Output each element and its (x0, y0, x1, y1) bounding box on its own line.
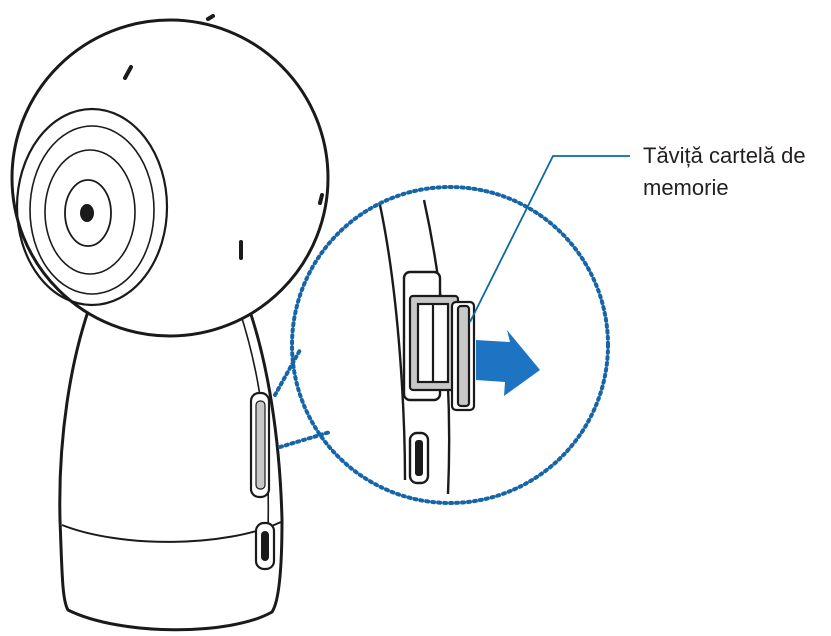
camera-lens (15, 107, 169, 307)
camera-body (58, 298, 284, 632)
body-slot (249, 391, 271, 499)
callout-label: Tăviță cartelă de memorie (643, 140, 829, 204)
camera-head (10, 18, 330, 338)
pull-out-arrow-icon (476, 330, 540, 396)
memory-card-tray (408, 294, 476, 412)
callout-leader-line (469, 155, 630, 323)
callout-line-2: memorie (643, 175, 729, 200)
head-marks (123, 14, 324, 260)
usb-port (254, 521, 276, 571)
zoom-indicator (273, 185, 610, 505)
callout-line-1: Tăviță cartelă de (643, 143, 806, 168)
